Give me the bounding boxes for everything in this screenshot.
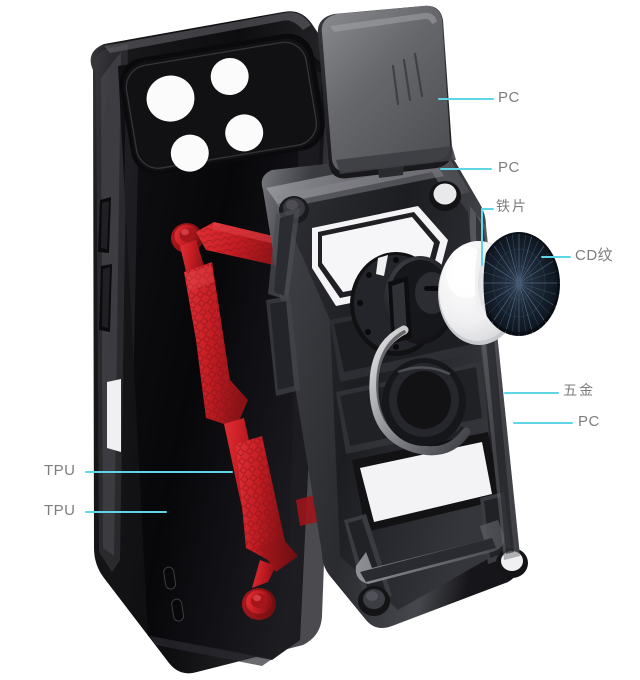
callout-label: 铁片 bbox=[496, 199, 528, 215]
ring-holder-group bbox=[350, 252, 471, 456]
leader-line bbox=[85, 471, 233, 473]
callout-label: TPU bbox=[44, 462, 76, 479]
callout-label: 五金 bbox=[563, 383, 595, 399]
leader-line-vertical bbox=[481, 208, 483, 266]
leader-line bbox=[438, 98, 494, 100]
callout-label: PC bbox=[578, 413, 600, 430]
leader-line bbox=[440, 168, 492, 170]
leader-line bbox=[513, 422, 573, 424]
leader-line bbox=[504, 392, 559, 394]
callout-label: PC bbox=[498, 89, 520, 106]
tpu-inner-strip-group bbox=[171, 222, 326, 620]
speaker-cutouts bbox=[163, 566, 185, 622]
tpu-bottom-boss bbox=[242, 588, 276, 620]
side-button-cutouts bbox=[98, 197, 121, 452]
callout-label: TPU bbox=[44, 502, 76, 519]
leader-line bbox=[541, 256, 571, 258]
callout-label: CD纹 bbox=[575, 247, 614, 264]
camera-slider-cover-group bbox=[317, 5, 453, 179]
leader-line bbox=[85, 511, 167, 513]
callout-label: PC bbox=[498, 159, 520, 176]
camera-module bbox=[119, 33, 325, 175]
cd-texture-disc-group bbox=[475, 232, 560, 336]
leader-line bbox=[481, 208, 494, 210]
